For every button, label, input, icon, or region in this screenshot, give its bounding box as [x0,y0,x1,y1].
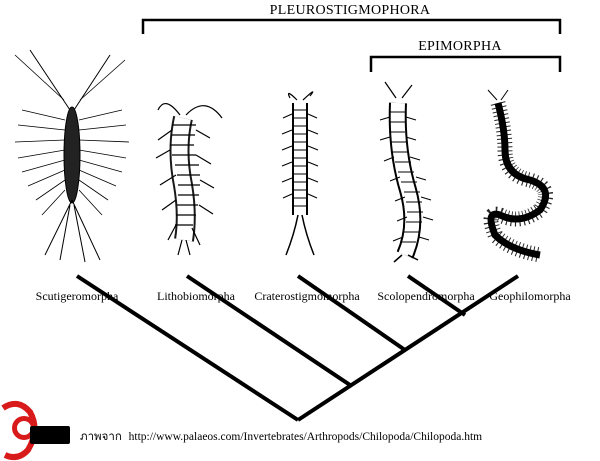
lithobiomorpha-illustration [155,103,223,256]
taxon-label-geophilomorpha: Geophilomorpha [489,289,571,303]
taxon-label-craterostigmomorpha: Craterostigmomorpha [254,289,360,303]
craterostigmomorpha-illustration [281,91,319,256]
branch-lithobiomorpha [185,274,352,387]
branch-geophilomorpha [296,274,520,422]
cladogram-tree [75,274,520,422]
taxon-label-lithobiomorpha: Lithobiomorpha [157,289,236,303]
branch-craterostigmomorpha [296,274,407,352]
image-credit: ภาพจาก http://www.palaeos.com/Invertebra… [80,431,482,443]
credit-prefix: ภาพจาก [80,431,122,443]
taxon-label-scutigeromorpha: Scutigeromorpha [36,289,119,303]
branch-scutigeromorpha [75,274,300,422]
geophilomorpha-illustration [483,89,554,263]
pleurostigmophora-bracket [141,18,562,34]
epimorpha-label: EPIMORPHA [418,39,502,54]
epimorpha-bracket [369,55,562,72]
scutigeromorpha-illustration [14,49,130,263]
taxon-label-scolopendromorpha: Scolopendromorpha [377,289,475,303]
scolopendromorpha-illustration [379,81,434,263]
pleurostigmophora-label: PLEUROSTIGMOPHORA [270,3,431,18]
credit-url: http://www.palaeos.com/Invertebrates/Art… [129,431,483,443]
branch-scolopendromorpha [406,274,467,317]
site-logo [1,400,70,461]
